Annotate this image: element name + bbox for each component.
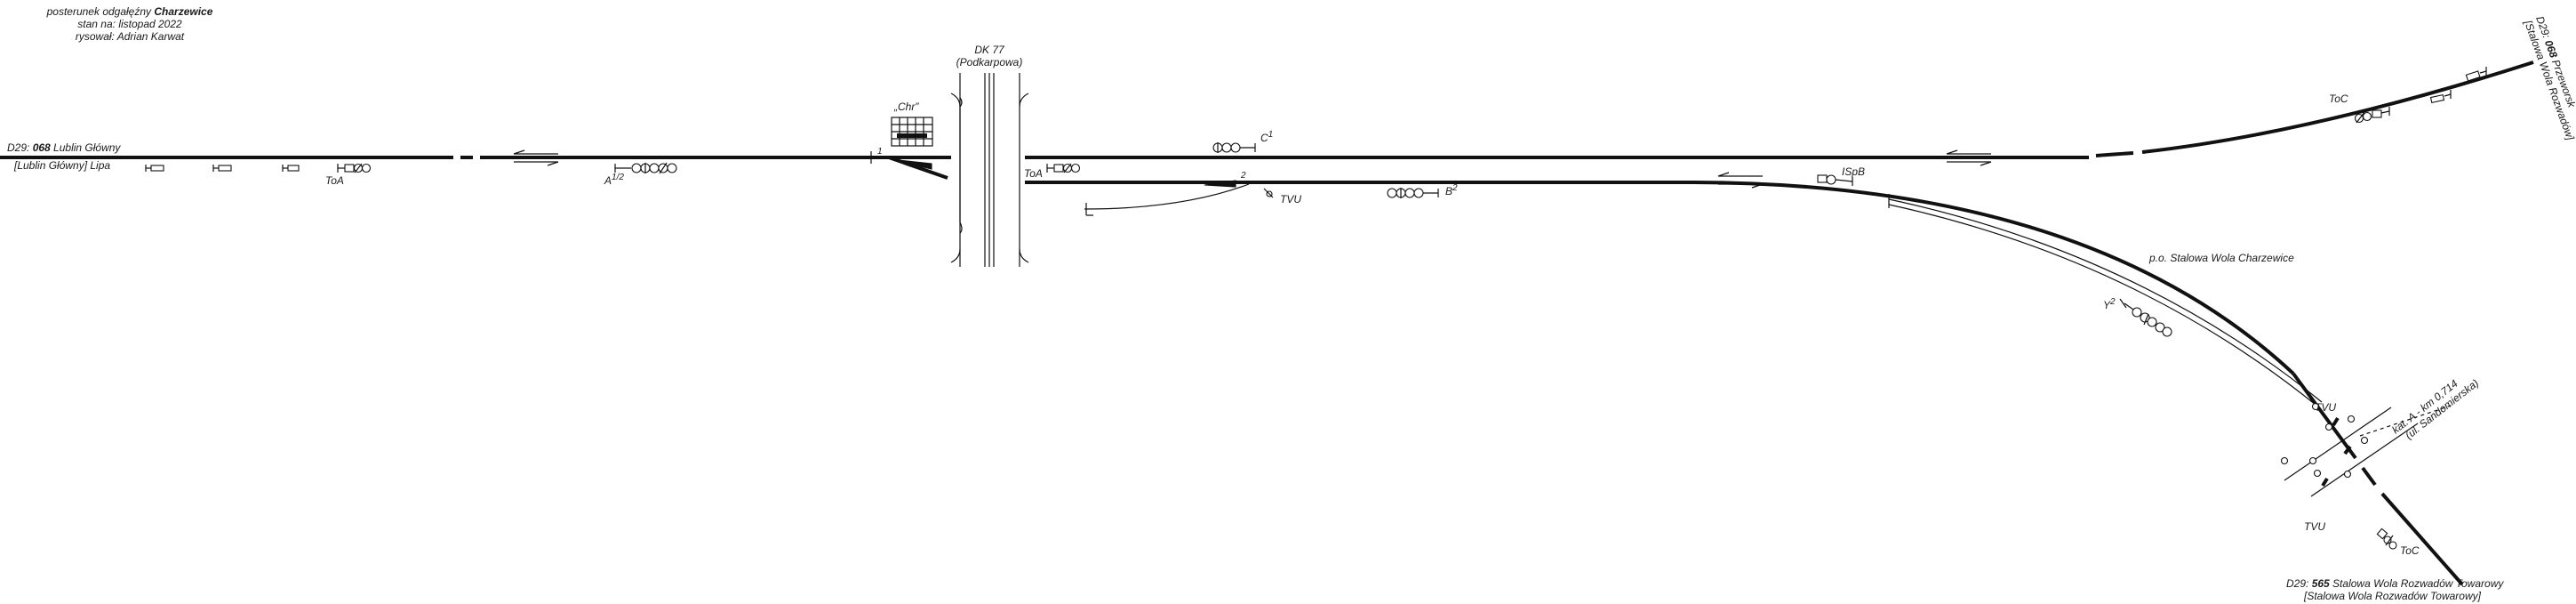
direction-arrow-lower [1717,172,1764,189]
track-gap-segment [2095,151,2134,157]
siding-buffer-stop [1085,203,1093,216]
direction-arrow-upper [1946,149,1992,166]
signal-group-west [145,163,372,173]
switch-1-blade [890,158,932,170]
label-tvu-right-bottom: TVU [2304,520,2325,533]
track-gap-short-1 [2361,466,2377,487]
signal-toc-bottom [2376,527,2397,550]
signal-board-icon [218,165,232,172]
label-toa-center: ToA [1024,167,1043,180]
signal-toc-top [2354,67,2487,124]
direction-west-title: D29: 068 Lublin Główny [7,141,121,154]
road-name: DK 77 [974,44,1005,56]
parallel-line-2 [1888,198,2323,403]
label-tvu-center: TVU [1280,193,1301,205]
header-line-1: posterunek odgałęźny Charzewice [46,5,213,18]
switch-1-label: 1 [877,147,883,157]
label-signal-b: B2 [1445,183,1458,197]
interlocking-label: „Chr” [893,101,919,113]
switch-2-blade [1204,180,1236,188]
parallel-line-1 [1888,204,2316,406]
road-bridge [950,73,1029,267]
crossing-label: kat. A - km 0,714 (ul. Sandomierska) [2389,376,2481,441]
signal-lamp-icon [361,163,372,173]
direction-northeast: D29: 068 Przeworsk [Stalowa Wola Rozwadó… [2522,14,2576,142]
label-signal-c: C1 [1260,130,1273,144]
siding-track [1084,183,1250,210]
switch-2-label: 2 [1240,171,1246,181]
direction-south-title: D29: 565 Stalowa Wola Rozwadów Towarowy [2286,577,2504,590]
label-signal-a: A1/2 [604,173,624,187]
signal-board-icon [287,165,300,172]
road-subtitle: (Podkarpowa) [956,56,1023,68]
signal-ispb [1817,174,1853,186]
signal-toa-center [1046,163,1081,173]
signal-a [614,162,677,174]
interlocking-box [891,117,933,147]
label-toc-bottom: ToC [2400,544,2420,557]
signal-tvu-center [1263,188,1274,198]
header-line-2: stan na: listopad 2022 [77,18,182,30]
post-label: p.o. Stalowa Wola Charzewice [2148,252,2294,264]
label-toc-top: ToC [2329,93,2348,105]
signal-c [1212,142,1256,153]
signal-b [1387,188,1439,198]
label-toa-west: ToA [325,174,344,187]
label-signal-ispb: ISpB [1842,165,1865,178]
label-tvu-right-top: TVU [2315,401,2336,414]
signal-lamp-icon [631,163,642,173]
track-to-rozwadow-curve [1025,181,2295,375]
signal-y [2119,298,2172,337]
level-crossing [2280,402,2454,497]
header-line-3: rysował: Adrian Karwat [76,30,185,43]
signal-lamp-icon [344,164,355,173]
signal-board-icon [150,165,164,172]
direction-west-subtitle: [Lublin Główny] Lipa [13,159,110,172]
direction-south-subtitle: [Stalowa Wola Rozwadów Towarowy] [2303,590,2482,602]
label-signal-y: Y2 [2103,297,2116,311]
track-to-przeworsk [2141,60,2534,154]
track-to-rozwadow-end [2380,492,2464,586]
direction-arrow-west [513,149,559,166]
